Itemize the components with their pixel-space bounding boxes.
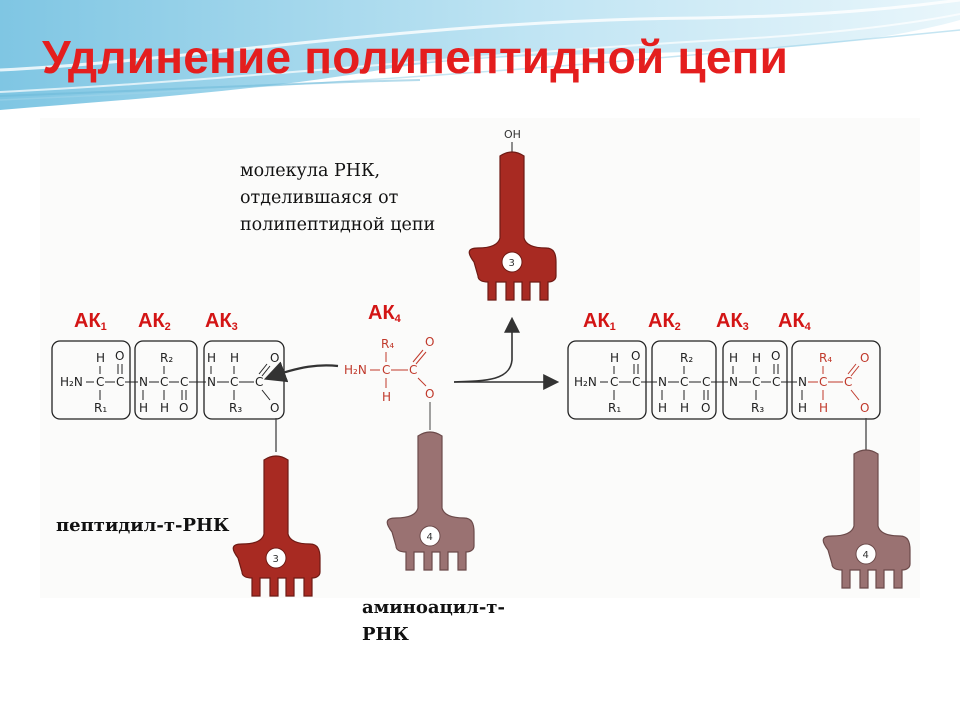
left-aa1-box <box>51 340 131 420</box>
svg-text:O: O <box>860 351 869 365</box>
svg-text:O: O <box>631 349 640 363</box>
svg-text:O: O <box>115 349 124 363</box>
product-trna-number: 4 <box>863 550 869 561</box>
svg-text:C: C <box>752 375 760 389</box>
right-peptide-chain: H₂N C H R₁ C O N H C R₂ H <box>567 340 881 450</box>
svg-text:H: H <box>139 401 148 415</box>
right-aa1-box <box>567 340 647 420</box>
svg-text:C: C <box>409 363 417 377</box>
svg-text:O: O <box>270 351 279 365</box>
released-end-label: OH <box>504 128 521 141</box>
svg-text:H: H <box>729 351 738 365</box>
released-trna-caption: молекула РНК, отделившаяся от полипептид… <box>240 161 436 235</box>
svg-text:N: N <box>139 375 148 389</box>
ak-label-incoming: АК4 <box>368 302 401 325</box>
svg-text:O: O <box>179 401 188 415</box>
released-trna-number: 3 <box>509 258 515 269</box>
svg-text:R₄: R₄ <box>381 337 394 351</box>
svg-text:O: O <box>270 401 279 415</box>
svg-text:H: H <box>230 351 239 365</box>
svg-text:R₁: R₁ <box>94 401 107 415</box>
svg-text:C: C <box>382 363 390 377</box>
svg-text:H: H <box>160 401 169 415</box>
svg-text:R₄: R₄ <box>819 351 832 365</box>
svg-text:O: O <box>425 335 434 349</box>
aminoacyl-trna-number: 4 <box>427 532 433 543</box>
svg-text:R₁: R₁ <box>608 401 621 415</box>
svg-text:C: C <box>610 375 618 389</box>
svg-text:R₃: R₃ <box>751 401 764 415</box>
svg-text:C: C <box>96 375 104 389</box>
svg-text:N: N <box>207 375 216 389</box>
svg-text:C: C <box>819 375 827 389</box>
svg-text:N: N <box>729 375 738 389</box>
peptidyl-trna-number: 3 <box>273 554 279 565</box>
svg-text:R₂: R₂ <box>680 351 693 365</box>
svg-text:H₂N: H₂N <box>574 375 597 389</box>
transfer-arrow <box>263 361 339 383</box>
right-aa3-box <box>722 340 788 420</box>
svg-text:O: O <box>860 401 869 415</box>
ak-label-left-2: АК2 <box>138 310 171 333</box>
released-trna: OH 3 <box>468 128 557 301</box>
svg-text:O: O <box>701 401 710 415</box>
svg-text:C: C <box>230 375 238 389</box>
svg-text:H: H <box>610 351 619 365</box>
left-peptide-chain: H₂N C H R₁ C O N H C R₂ H <box>51 340 285 452</box>
svg-text:C: C <box>180 375 188 389</box>
ak-label-left-1: АК1 <box>74 310 107 333</box>
svg-text:H: H <box>382 390 391 404</box>
peptidyl-trna-caption: пептидил-т-РНК <box>56 515 230 536</box>
svg-text:H: H <box>819 401 828 415</box>
svg-text:C: C <box>772 375 780 389</box>
ak-label-right-4: АК4 <box>778 310 811 333</box>
aminoacyl-trna: 4 <box>386 431 475 571</box>
svg-text:R₂: R₂ <box>160 351 173 365</box>
product-trna: 4 <box>822 449 911 589</box>
incoming-amino-acid: H₂N C R₄ H C O O <box>344 335 434 430</box>
svg-text:H: H <box>798 401 807 415</box>
svg-text:H₂N: H₂N <box>60 375 83 389</box>
ak-label-right-3: АК3 <box>716 310 749 333</box>
left-aa2-box <box>134 340 198 420</box>
svg-text:H: H <box>96 351 105 365</box>
svg-text:C: C <box>116 375 124 389</box>
svg-text:C: C <box>844 375 852 389</box>
svg-text:N: N <box>798 375 807 389</box>
right-aa2-box <box>651 340 717 420</box>
svg-text:H: H <box>680 401 689 415</box>
svg-text:C: C <box>255 375 263 389</box>
ak-label-right-2: АК2 <box>648 310 681 333</box>
peptidyl-trna: 3 <box>232 455 321 597</box>
svg-text:H: H <box>207 351 216 365</box>
svg-text:C: C <box>160 375 168 389</box>
svg-text:C: C <box>680 375 688 389</box>
svg-text:H: H <box>658 401 667 415</box>
svg-text:H₂N: H₂N <box>344 363 367 377</box>
ak-label-right-1: АК1 <box>583 310 616 333</box>
svg-text:R₃: R₃ <box>229 401 242 415</box>
reaction-arrows <box>453 316 560 390</box>
svg-text:N: N <box>658 375 667 389</box>
page-title: Удлинение полипептидной цепи <box>42 31 789 83</box>
svg-text:C: C <box>702 375 710 389</box>
svg-text:H: H <box>752 351 761 365</box>
right-aa4-box <box>791 340 881 420</box>
ak-label-left-3: АК3 <box>205 310 238 333</box>
aminoacyl-trna-caption: аминоацил-т- РНК <box>362 597 505 645</box>
svg-text:C: C <box>632 375 640 389</box>
svg-text:O: O <box>425 387 434 401</box>
svg-text:O: O <box>771 349 780 363</box>
